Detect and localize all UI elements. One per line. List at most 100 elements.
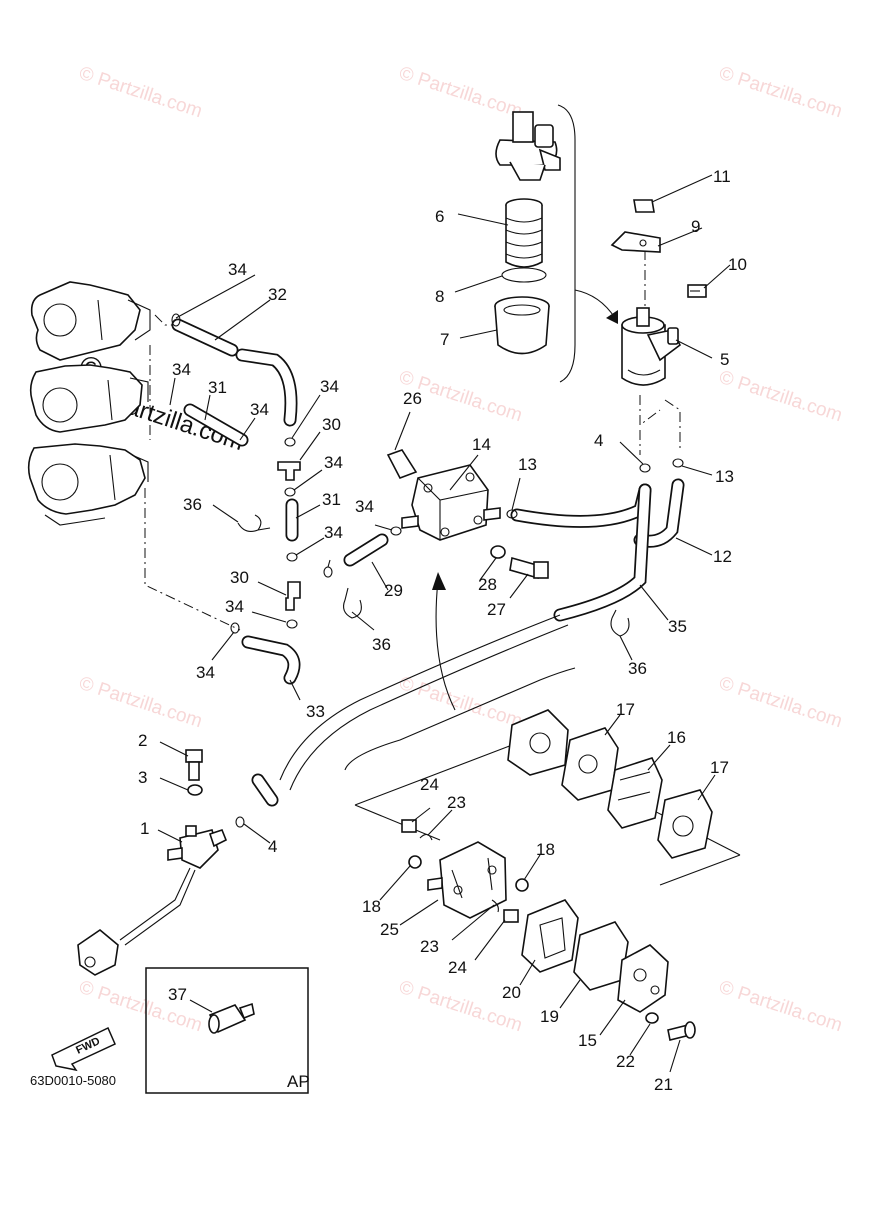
callout-13: 13	[518, 455, 537, 474]
callout-35: 35	[668, 617, 687, 636]
callout-21: 21	[654, 1075, 673, 1094]
hoses	[171, 318, 685, 807]
callout-27: 27	[487, 600, 506, 619]
bracket	[610, 231, 661, 253]
diagram-code: 63D0010-5080	[30, 1073, 116, 1088]
screw	[667, 1021, 696, 1041]
callout-33: 33	[306, 702, 325, 721]
callout-37: 37	[168, 985, 187, 1004]
callout-1: 1	[140, 819, 149, 838]
quick-connector	[77, 928, 119, 976]
arrow	[435, 579, 456, 711]
watermark: © Partzilla.com	[716, 63, 844, 123]
callout-36: 36	[372, 635, 391, 654]
callout-34: 34	[225, 597, 244, 616]
callout-31: 31	[322, 490, 341, 509]
exploded-bracket	[344, 667, 576, 771]
callout-34: 34	[320, 377, 339, 396]
inset-arrow	[574, 289, 616, 319]
callout-24: 24	[448, 958, 467, 977]
callout-23: 23	[447, 793, 466, 812]
arrowhead	[432, 572, 446, 590]
callout-34: 34	[355, 497, 374, 516]
callout-6: 6	[435, 207, 444, 226]
callout-18: 18	[536, 840, 555, 859]
callout-16: 16	[667, 728, 686, 747]
fuel-filter-assembly	[621, 307, 682, 386]
pump-body	[427, 841, 507, 919]
callout-17: 17	[616, 700, 635, 719]
washer	[490, 545, 506, 559]
callout-8: 8	[435, 287, 444, 306]
check-valve	[401, 819, 529, 923]
callout-11: 11	[713, 167, 731, 186]
callout-19: 19	[540, 1007, 559, 1026]
callout-34: 34	[228, 260, 247, 279]
callout-10: 10	[728, 255, 747, 274]
bolt	[687, 284, 707, 298]
tee-joint	[277, 461, 301, 611]
watermark: © Partzilla.com	[716, 673, 844, 733]
callout-7: 7	[440, 330, 449, 349]
callout-17: 17	[710, 758, 729, 777]
engine-block	[27, 281, 151, 526]
callout-2: 2	[138, 731, 147, 750]
watermark: © Partzilla.com	[396, 63, 524, 123]
callout-36: 36	[183, 495, 202, 514]
callout-4: 4	[268, 837, 277, 856]
long-hose-line	[279, 614, 561, 781]
callout-29: 29	[384, 581, 403, 600]
inset-label: AP	[287, 1072, 310, 1091]
callout-3: 3	[138, 768, 147, 787]
filter-cup	[494, 296, 550, 355]
pump-cover	[617, 944, 669, 1013]
callout-24: 24	[420, 775, 439, 794]
fwd-arrow: FWD	[51, 1026, 116, 1072]
fuel-pump	[386, 449, 501, 541]
nut	[633, 199, 655, 213]
bolt	[509, 556, 549, 580]
o-ring	[501, 267, 547, 283]
watermark: © Partzilla.com	[716, 977, 844, 1037]
callout-18: 18	[362, 897, 381, 916]
long-hose-line	[289, 624, 569, 791]
callout-34: 34	[324, 523, 343, 542]
callouts: 34 32 34 31 34 34 30 34 31 34 34 30 34 3…	[138, 167, 747, 1094]
callout-30: 30	[230, 568, 249, 587]
callout-34: 34	[172, 360, 191, 379]
arrowhead	[606, 310, 618, 324]
connector-line	[119, 867, 191, 941]
callout-34: 34	[196, 663, 215, 682]
callout-26: 26	[403, 389, 422, 408]
callout-34: 34	[324, 453, 343, 472]
inset-bracket	[557, 104, 576, 383]
callout-31: 31	[208, 378, 227, 397]
washer	[187, 784, 203, 796]
callout-22: 22	[616, 1052, 635, 1071]
callout-32: 32	[268, 285, 287, 304]
callout-13: 13	[715, 467, 734, 486]
watermark: © Partzilla.com	[396, 673, 524, 733]
callout-12: 12	[713, 547, 732, 566]
gasket	[521, 899, 579, 973]
filter-cap	[495, 111, 561, 181]
dashed-leaders	[144, 250, 681, 631]
callout-34: 34	[250, 400, 269, 419]
watermark: © Partzilla.com	[76, 63, 204, 123]
callout-28: 28	[478, 575, 497, 594]
watermark: © Partzilla.com	[716, 367, 844, 427]
callout-15: 15	[578, 1031, 597, 1050]
bolt	[185, 749, 203, 781]
callout-25: 25	[380, 920, 399, 939]
callout-4: 4	[594, 431, 603, 450]
inset-box	[145, 967, 309, 1094]
callout-5: 5	[720, 350, 729, 369]
connector-line	[124, 869, 196, 946]
callout-9: 9	[691, 217, 700, 236]
diaphragm	[607, 757, 663, 829]
fitting	[208, 1002, 255, 1034]
callout-20: 20	[502, 983, 521, 1002]
callout-36: 36	[628, 659, 647, 678]
gasket	[657, 789, 713, 859]
fuel-connector	[167, 825, 228, 869]
